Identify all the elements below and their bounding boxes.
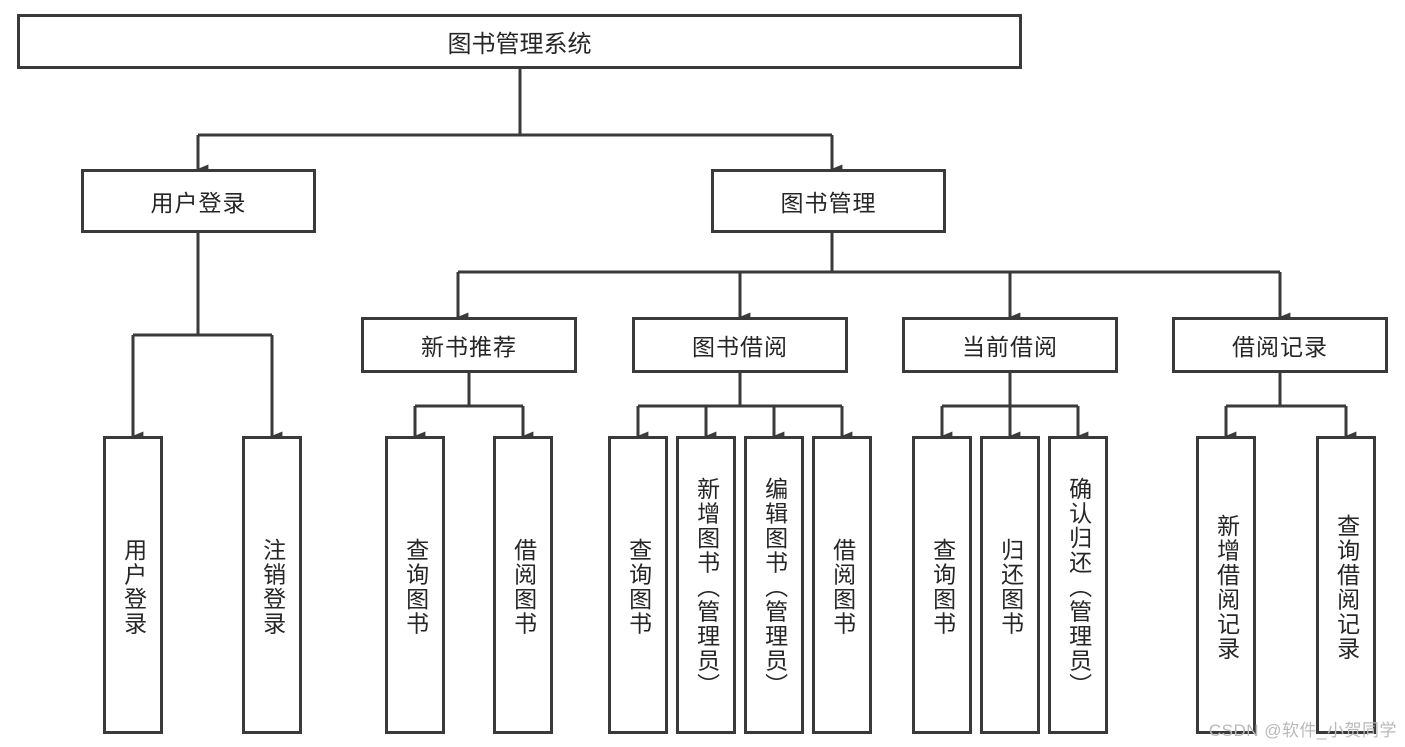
- leaf-query-book-new[interactable]: 查询图书: [385, 436, 445, 734]
- leaf-borrow-book-new[interactable]: 借阅图书: [493, 436, 553, 734]
- leaf-return-book[interactable]: 归还图书: [980, 436, 1040, 734]
- node-book-borrow[interactable]: 图书借阅: [632, 317, 848, 373]
- leaf-query-borrow-record[interactable]: 查询借阅记录: [1316, 436, 1376, 734]
- node-label: 图书管理: [780, 190, 877, 216]
- node-label: 当前借阅: [962, 334, 1058, 360]
- leaf-label: 新增借阅记录: [1213, 513, 1240, 661]
- watermark: CSDN @软件_小贺同学: [1208, 721, 1397, 740]
- leaf-user-login[interactable]: 用户登录: [103, 436, 163, 734]
- leaf-label: 归还图书: [997, 538, 1024, 636]
- node-user-login[interactable]: 用户登录: [81, 169, 316, 233]
- node-new-book-recommend[interactable]: 新书推荐: [361, 317, 577, 373]
- leaf-label: 查询借阅记录: [1333, 513, 1360, 661]
- leaf-label: 编辑图书（管理员）: [761, 476, 788, 698]
- leaf-add-borrow-record[interactable]: 新增借阅记录: [1196, 436, 1256, 734]
- leaf-label: 查询图书: [625, 538, 652, 636]
- node-label: 新书推荐: [421, 334, 517, 360]
- leaf-query-book-current[interactable]: 查询图书: [912, 436, 972, 734]
- leaf-label: 新增图书（管理员）: [693, 476, 720, 698]
- leaf-label: 查询图书: [402, 538, 429, 636]
- node-borrow-record[interactable]: 借阅记录: [1172, 317, 1388, 373]
- leaf-label: 确认归还（管理员）: [1065, 476, 1092, 698]
- node-label: 图书借阅: [692, 334, 788, 360]
- node-label: 图书管理系统: [447, 31, 592, 58]
- leaf-label: 借阅图书: [510, 538, 537, 636]
- node-book-management[interactable]: 图书管理: [711, 169, 946, 233]
- leaf-query-book-borrow[interactable]: 查询图书: [608, 436, 668, 734]
- node-label: 用户登录: [150, 190, 247, 216]
- leaf-label: 用户登录: [120, 538, 147, 636]
- leaf-user-logout[interactable]: 注销登录: [242, 436, 302, 734]
- leaf-label: 查询图书: [929, 538, 956, 636]
- node-label: 借阅记录: [1232, 334, 1328, 360]
- node-root-system[interactable]: 图书管理系统: [17, 14, 1022, 69]
- leaf-confirm-return-admin[interactable]: 确认归还（管理员）: [1048, 436, 1108, 734]
- leaf-borrow-book[interactable]: 借阅图书: [812, 436, 872, 734]
- leaf-add-book-admin[interactable]: 新增图书（管理员）: [676, 436, 736, 734]
- node-current-borrow[interactable]: 当前借阅: [902, 317, 1118, 373]
- leaf-label: 借阅图书: [829, 538, 856, 636]
- leaf-edit-book-admin[interactable]: 编辑图书（管理员）: [744, 436, 804, 734]
- leaf-label: 注销登录: [259, 538, 286, 636]
